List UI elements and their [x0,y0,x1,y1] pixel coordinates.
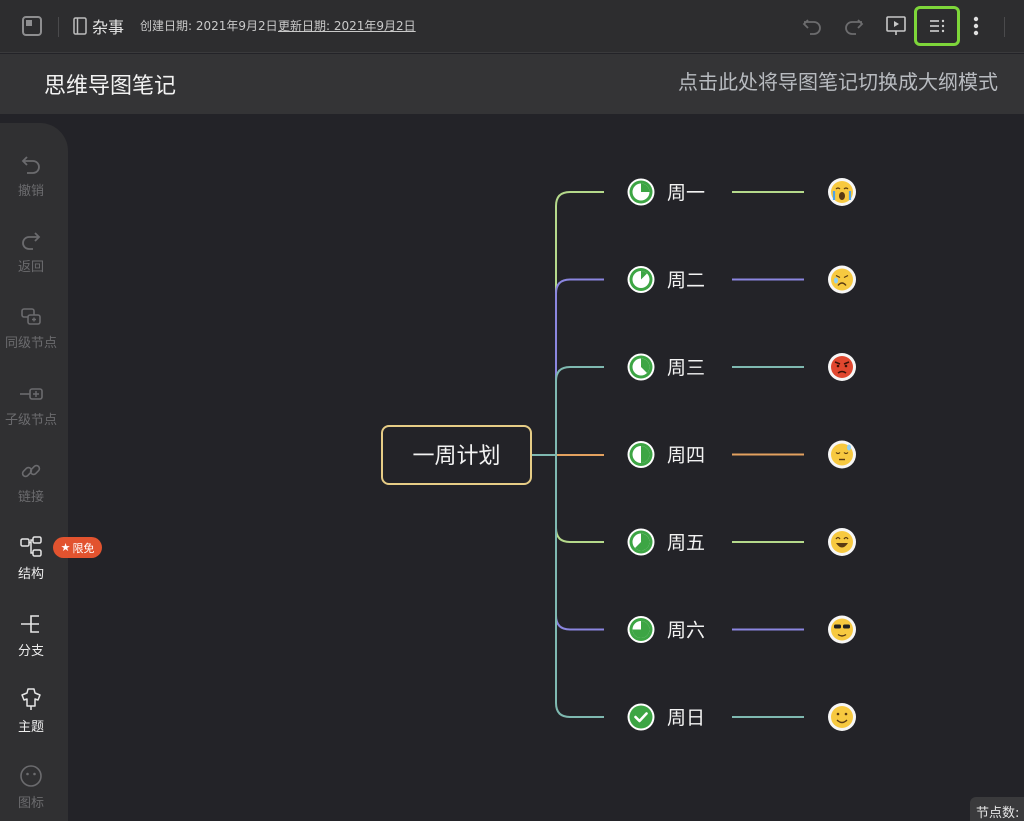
sidebar-item-label: 主题 [17,720,44,735]
topic-node-label[interactable]: 周四 [667,445,705,467]
divider [58,17,59,37]
present-button[interactable] [882,12,910,40]
topic-node-label[interactable]: 周六 [667,620,705,642]
outline-list-icon [930,19,945,33]
theme-icon [21,688,41,710]
sidebar-item-icon[interactable]: 图标 [0,764,62,811]
sidebar-item-child-node[interactable]: 子级节点 [0,383,62,428]
sunglasses-face-icon [831,618,853,641]
angry-face-icon [831,356,853,378]
root-node[interactable] [381,425,532,485]
grinning-face-icon [831,531,853,553]
more-vertical-icon [973,16,979,36]
sidebar-item-label: 图标 [17,796,44,811]
structure-icon [20,536,42,557]
link-icon [21,464,41,478]
star-icon: ★ [60,541,71,554]
smiling-face-icon [831,706,853,728]
sidebar-item-label: 子级节点 [4,413,57,428]
sidebar-item-label: 结构 [17,567,44,582]
notebook-icon [73,17,87,39]
sidebar-item-label: 返回 [17,260,44,275]
sidebar-item-label: 链接 [17,490,44,505]
sidebar-item-link[interactable]: 链接 [0,460,62,505]
badge-label: 限免 [72,541,95,555]
branch-connector [531,366,604,456]
node-count: 节点数: [970,797,1024,821]
topic-node-label[interactable]: 周二 [667,270,705,292]
check-icon [634,712,648,723]
sidebar-item-label: 分支 [17,644,44,659]
more-button[interactable] [962,12,990,40]
emoji-icon [20,765,42,787]
child-node-icon [20,388,43,400]
presentation-icon [886,16,906,35]
topic-node-label[interactable]: 周五 [667,532,705,554]
redo-button[interactable] [840,12,868,40]
page-title[interactable]: 思维导图笔记 [44,74,177,99]
divider [1004,17,1005,37]
outline-mode-button[interactable] [914,6,960,46]
topic-node-label[interactable]: 周三 [667,357,705,379]
sibling-node-icon [21,308,41,325]
undo-icon [21,156,40,174]
sidebar-item-label: 同级节点 [4,336,57,351]
undo-icon [802,19,821,35]
branch-connector [531,191,604,456]
sidebar-item-theme[interactable]: 主题 [0,686,62,735]
redo-icon [845,19,864,35]
free-badge: ★限免 [53,537,102,558]
branch-icon [21,615,39,633]
updated-date[interactable]: 更新日期: 2021年9月2日 [278,19,416,33]
sidebar-item-branch[interactable]: 分支 [0,612,62,659]
sidebar-item-redo[interactable]: 返回 [0,230,62,275]
redo-icon [22,232,41,250]
note-header: 思维导图笔记 点击此处将导图笔记切换成大纲模式 [0,54,1024,114]
sidebar-item-label: 撤销 [17,184,44,199]
sidebar-item-structure[interactable]: 结构 [0,535,62,582]
created-date: 创建日期: 2021年9月2日 [140,19,278,33]
branch-connector [531,278,604,456]
sidebar-item-sibling-node[interactable]: 同级节点 [0,306,62,351]
root-node-label: 一周计划 [412,444,500,469]
app-switcher-icon[interactable] [22,16,42,40]
topic-node-label[interactable]: 周一 [667,182,705,204]
sad-sweat-face-icon [831,268,853,291]
topic-node-label[interactable]: 周日 [667,707,705,729]
undo-button[interactable] [798,12,826,40]
outline-hint: 点击此处将导图笔记切换成大纲模式 [678,70,998,94]
branch-connector [531,454,604,718]
notebook-name[interactable]: 杂事 [92,18,125,37]
top-toolbar: 杂事 创建日期: 2021年9月2日 更新日期: 2021年9月2日 [0,0,1024,53]
sidebar-item-undo[interactable]: 撤销 [0,154,62,199]
sidebar [0,123,68,821]
branch-connector [531,454,604,543]
